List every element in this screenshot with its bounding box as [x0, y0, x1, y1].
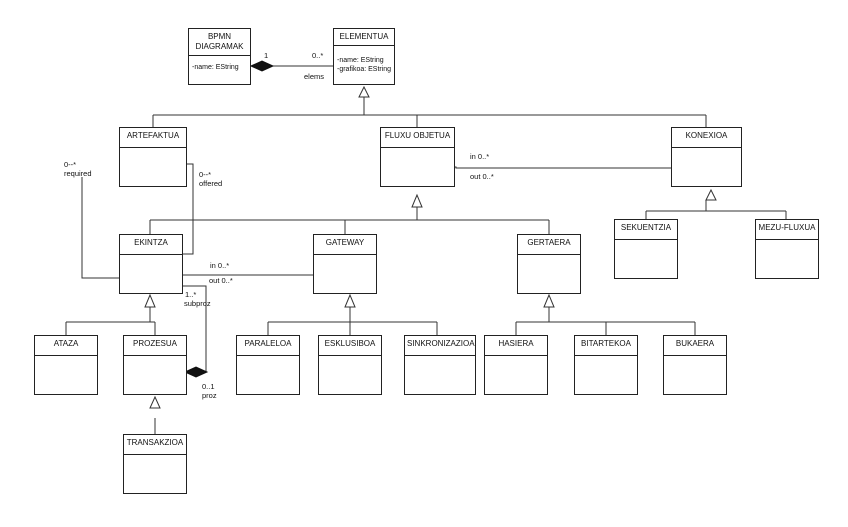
- class-name: TRANSAKZIOA: [124, 435, 186, 455]
- gen-arrow-konexioa: [705, 188, 717, 201]
- gen-arrow-gertaera: [543, 293, 555, 308]
- edge-subproz: [183, 285, 207, 372]
- class-fluxu-objetua[interactable]: FLUXU OBJETUA: [380, 127, 455, 187]
- edge-offered: [183, 163, 194, 255]
- label-gateway-out: out 0..*: [209, 276, 233, 285]
- class-gertaera[interactable]: GERTAERA: [517, 234, 581, 294]
- label-required-mult: 0--*: [64, 160, 77, 169]
- gen-arrow-prozesua: [149, 395, 161, 409]
- class-name: SEKUENTZIA: [615, 220, 677, 240]
- class-sinkronizazioa[interactable]: SINKRONIZAZIOA: [404, 335, 476, 395]
- label-offered-role: offered: [199, 179, 223, 188]
- class-name: PARALELOA: [237, 336, 299, 356]
- label-elems-role: elems: [304, 72, 325, 81]
- label-required-role: required: [64, 169, 92, 178]
- composition-diamond-prozesua: [183, 366, 209, 378]
- class-name: BPMN DIAGRAMAK: [189, 29, 250, 56]
- class-artefaktua[interactable]: ARTEFAKTUA: [119, 127, 187, 187]
- gen-arrow-ekintza: [144, 293, 156, 308]
- label-elems-mult-target: 0..*: [312, 51, 324, 60]
- class-konexioa[interactable]: KONEXIOA: [671, 127, 742, 187]
- class-name: BUKAERA: [664, 336, 726, 356]
- class-name: FLUXU OBJETUA: [381, 128, 454, 148]
- class-ataza[interactable]: ATAZA: [34, 335, 98, 395]
- label-konexio-in: in 0..*: [470, 152, 490, 161]
- class-bukaera[interactable]: BUKAERA: [663, 335, 727, 395]
- class-name: HASIERA: [485, 336, 547, 356]
- class-ekintza[interactable]: EKINTZA: [119, 234, 183, 294]
- label-gateway-in: in 0..*: [210, 261, 230, 270]
- label-proz-mult: 0..1: [202, 382, 215, 391]
- class-name: BITARTEKOA: [575, 336, 637, 356]
- class-name: KONEXIOA: [672, 128, 741, 148]
- class-paraleloa[interactable]: PARALELOA: [236, 335, 300, 395]
- class-name: PROZESUA: [124, 336, 186, 356]
- class-name: SINKRONIZAZIOA: [405, 336, 475, 356]
- class-attributes: -name: EString: [192, 64, 239, 71]
- class-bitartekoa[interactable]: BITARTEKOA: [574, 335, 638, 395]
- composition-diamond-bpmn: [249, 60, 275, 72]
- label-offered-mult: 0--*: [199, 170, 212, 179]
- gen-arrow-gateway: [344, 293, 356, 308]
- class-name: ARTEFAKTUA: [120, 128, 186, 148]
- label-proz-role: proz: [202, 391, 217, 400]
- gen-arrow-elementua: [358, 85, 370, 98]
- class-transakzioa[interactable]: TRANSAKZIOA: [123, 434, 187, 494]
- class-attributes: -name: EString -grafikoa: EString: [337, 57, 392, 73]
- class-bpmn-diagramak[interactable]: BPMN DIAGRAMAK -name: EString: [188, 28, 251, 85]
- class-name: ELEMENTUA: [334, 29, 394, 46]
- class-elementua[interactable]: ELEMENTUA -name: EString -grafikoa: EStr…: [333, 28, 395, 85]
- class-name: EKINTZA: [120, 235, 182, 255]
- gen-arrow-fluxu: [411, 193, 423, 208]
- label-subproz-role: subproz: [184, 299, 211, 308]
- class-hasiera[interactable]: HASIERA: [484, 335, 548, 395]
- label-elems-mult-source: 1: [264, 51, 269, 60]
- class-prozesua[interactable]: PROZESUA: [123, 335, 187, 395]
- class-name: MEZU-FLUXUA: [756, 220, 818, 240]
- class-mezu-fluxua[interactable]: MEZU-FLUXUA: [755, 219, 819, 279]
- class-name: GATEWAY: [314, 235, 376, 255]
- class-name: ESKLUSIBOA: [319, 336, 381, 356]
- class-esklusiboa[interactable]: ESKLUSIBOA: [318, 335, 382, 395]
- class-name: ATAZA: [35, 336, 97, 356]
- class-sekuentzia[interactable]: SEKUENTZIA: [614, 219, 678, 279]
- edge-konexio: [455, 166, 671, 169]
- label-konexio-out: out 0..*: [470, 172, 494, 181]
- class-name: GERTAERA: [518, 235, 580, 255]
- class-gateway[interactable]: GATEWAY: [313, 234, 377, 294]
- edge-required: [81, 177, 119, 279]
- label-subproz-mult: 1..*: [185, 290, 197, 299]
